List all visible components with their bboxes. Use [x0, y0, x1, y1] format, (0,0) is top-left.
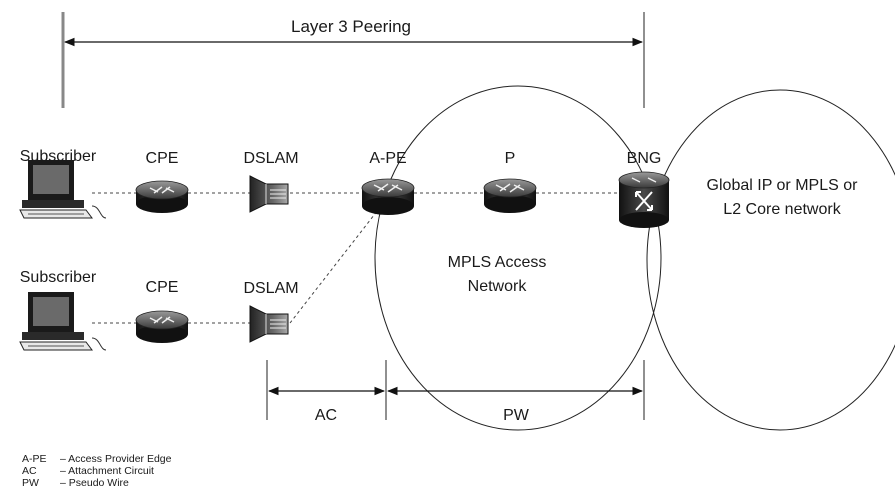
core-network-label: Global IP or MPLS or: [707, 177, 859, 194]
p-label: P: [505, 150, 516, 167]
legend-desc: – Access Provider Edge: [60, 453, 172, 465]
bng-router-icon: [618, 171, 670, 228]
access-network-label: MPLS Access: [448, 254, 547, 271]
p-router-icon: [483, 178, 537, 213]
pw-label: PW: [503, 407, 530, 424]
layer3-label: Layer 3 Peering: [291, 17, 411, 36]
dashed-links: [92, 192, 618, 324]
cpe-router-icon: [135, 310, 189, 343]
dslam-icon: [249, 305, 289, 343]
legend-desc: – Pseudo Wire: [60, 477, 129, 489]
ape-router-icon: [361, 178, 415, 215]
legend-abbr: PW: [22, 477, 39, 489]
legend-abbr: A-PE: [22, 453, 47, 465]
subscriber-label: Subscriber: [20, 148, 97, 165]
legend-item: PW – Pseudo Wire: [22, 477, 171, 489]
cpe-router-icon: [135, 180, 189, 213]
cpe-label: CPE: [146, 150, 179, 167]
cpe-label: CPE: [146, 279, 179, 296]
subscriber-label: Subscriber: [20, 269, 97, 286]
legend-abbr: AC: [22, 465, 37, 477]
core-network-label: L2 Core network: [723, 201, 841, 218]
link-dslam2-ape: [289, 209, 379, 324]
subscriber-computer-icon: [19, 160, 107, 219]
dslam-label: DSLAM: [243, 150, 298, 167]
core-network-cloud: [646, 89, 895, 431]
access-network-label: Network: [468, 278, 528, 295]
bng-label: BNG: [627, 150, 662, 167]
legend-item: AC – Attachment Circuit: [22, 465, 171, 477]
ape-label: A-PE: [369, 150, 406, 167]
dslam-icon: [249, 175, 289, 213]
legend: A-PE – Access Provider Edge AC – Attachm…: [22, 453, 171, 489]
legend-desc: – Attachment Circuit: [60, 465, 154, 477]
ac-label: AC: [315, 407, 337, 424]
dslam-label: DSLAM: [243, 280, 298, 297]
mpls-access-network-cloud: [374, 85, 662, 431]
legend-item: A-PE – Access Provider Edge: [22, 453, 171, 465]
subscriber-computer-icon: [19, 292, 107, 351]
